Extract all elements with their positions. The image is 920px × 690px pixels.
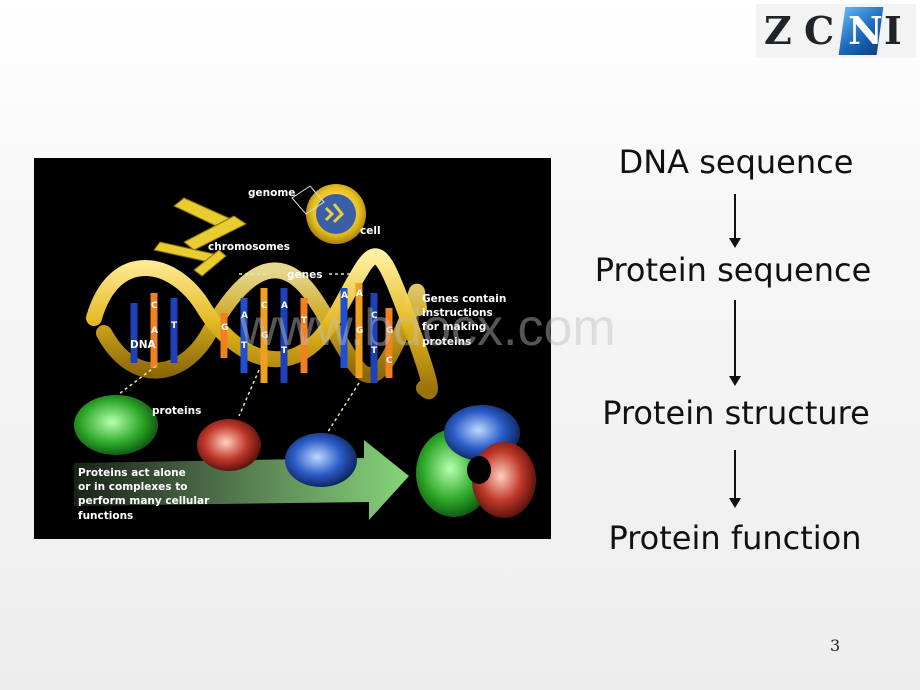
base-letter: C <box>151 301 158 311</box>
label-genome: genome <box>248 187 296 199</box>
zcni-logo: Z C N I <box>756 4 916 58</box>
logo-letter-c: C <box>804 8 835 53</box>
base-letter: T <box>301 316 308 326</box>
base-letter: A <box>356 289 363 299</box>
base-letter: C <box>371 311 378 321</box>
base-letter: T <box>171 321 178 331</box>
base-letter: T <box>241 341 248 351</box>
pointer-arrows <box>118 273 369 439</box>
label-genes-note: Genes contain instructions for making pr… <box>422 293 507 348</box>
base-letter: G <box>221 323 228 333</box>
step-protein-sequence: Protein sequence <box>594 251 872 289</box>
dna-helix <box>86 248 438 400</box>
protein-complex <box>416 405 536 518</box>
down-arrow-2 <box>728 300 742 386</box>
cell-icon <box>291 184 366 244</box>
base-letter: A <box>151 326 158 336</box>
base-letter: T <box>281 346 288 356</box>
base-letter: G <box>386 326 393 336</box>
base-letter: A <box>341 291 348 301</box>
label-dna: DNA <box>130 339 156 351</box>
label-proteins: proteins <box>152 405 202 417</box>
logo-letter-i: I <box>884 8 902 53</box>
green-protein <box>74 395 158 455</box>
base-letter: G <box>356 326 363 336</box>
logo-letter-z: Z <box>764 8 792 53</box>
base-letter: G <box>261 331 268 341</box>
step-dna-sequence: DNA sequence <box>618 143 854 181</box>
watermark: www.bdocx.com <box>240 299 616 357</box>
label-chromosomes: chromosomes <box>208 241 291 253</box>
blue-protein <box>285 433 357 487</box>
logo-letter-n: N <box>848 8 883 53</box>
chromosomes-icon <box>153 197 247 277</box>
red-protein <box>197 419 261 471</box>
base-letter: A <box>281 301 288 311</box>
label-genes: genes <box>287 269 323 281</box>
base-letter: A <box>241 311 248 321</box>
base-letter: C <box>386 356 393 366</box>
base-letter: T <box>371 346 378 356</box>
down-arrow-1 <box>728 194 742 248</box>
down-arrow-3 <box>728 450 742 508</box>
base-letter: C <box>261 301 268 311</box>
label-cell: cell <box>360 225 381 237</box>
label-proteins-note: Proteins act alone or in complexes to pe… <box>78 467 210 522</box>
step-protein-structure: Protein structure <box>602 394 870 432</box>
page-number: 3 <box>830 636 841 655</box>
step-protein-function: Protein function <box>608 519 862 557</box>
